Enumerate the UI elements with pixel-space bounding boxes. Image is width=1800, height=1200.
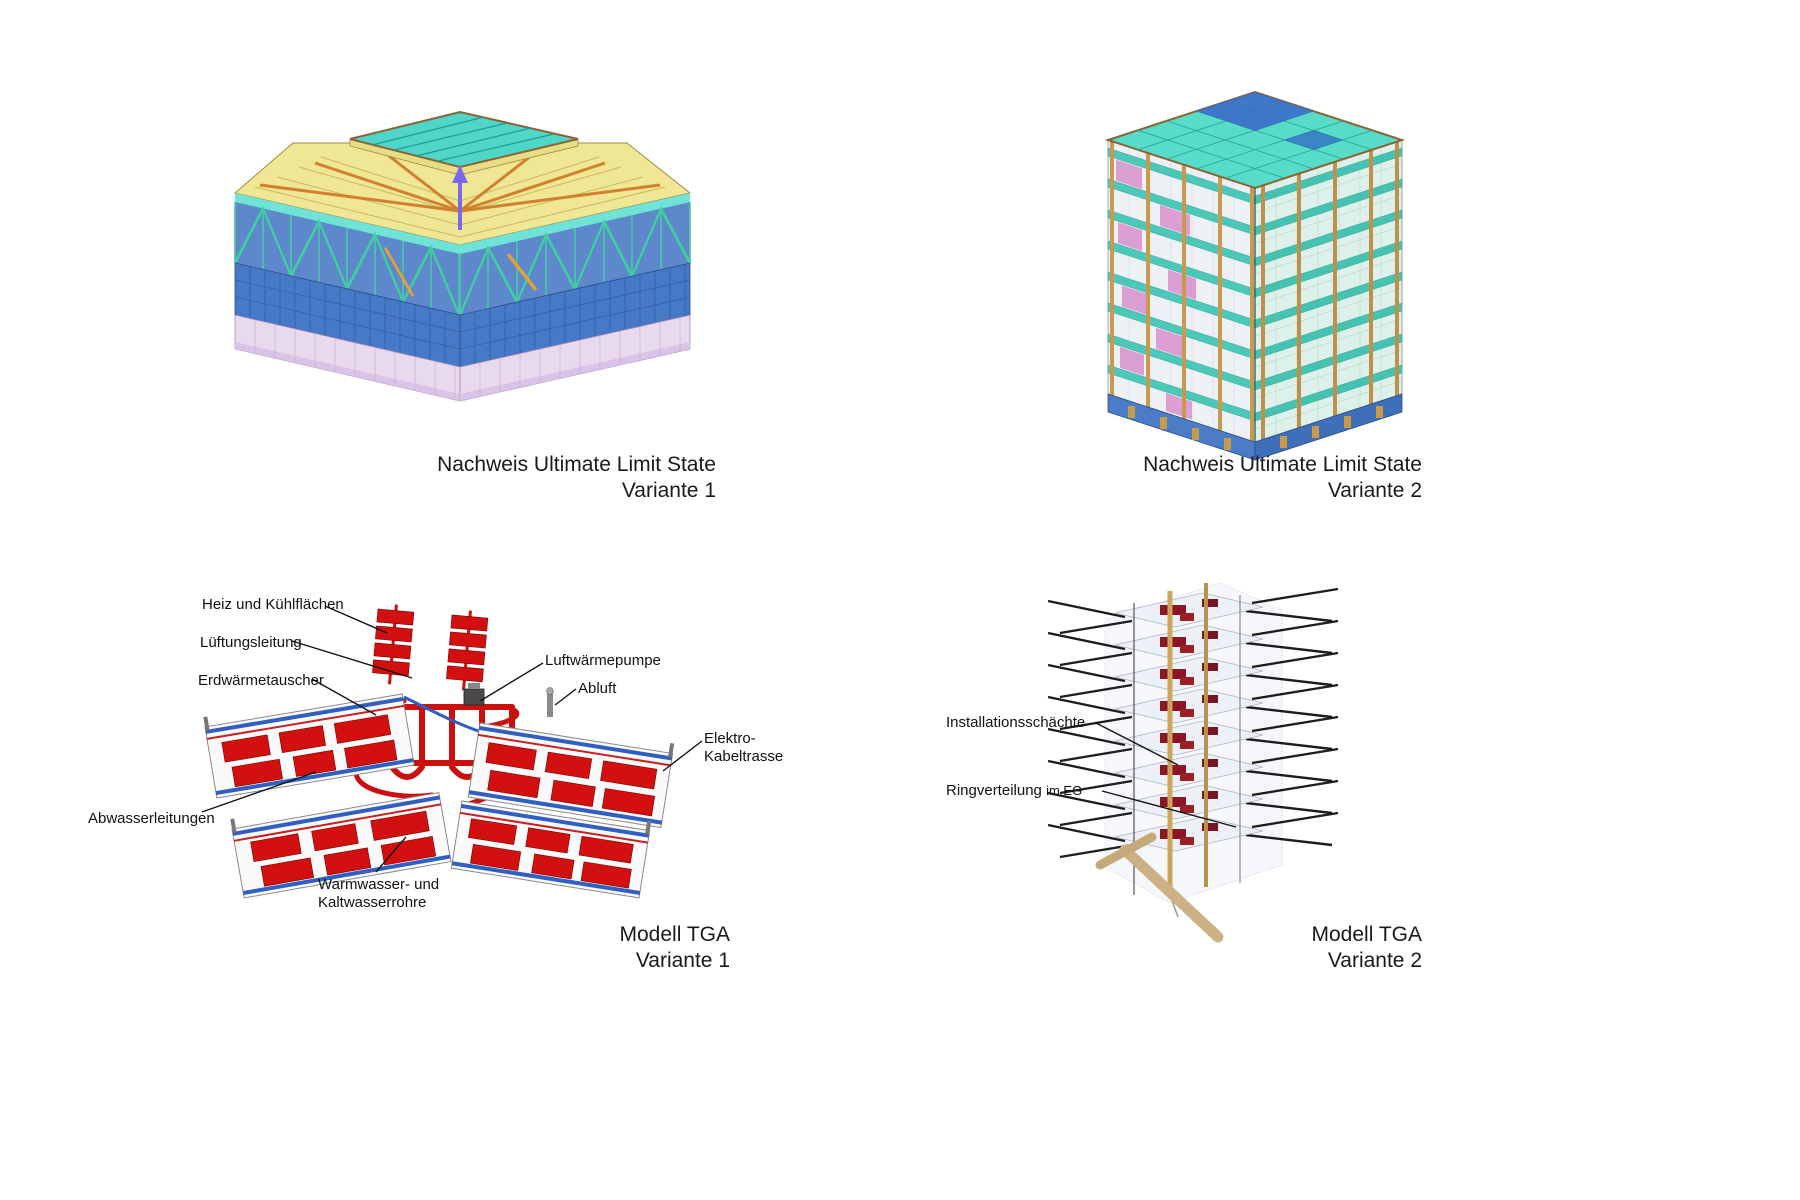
tower-left-face (1107, 139, 1256, 443)
tower-floor-slabs-right (1254, 147, 1403, 422)
caption-uls-v1-line1: Nachweis Ultimate Limit State (437, 453, 716, 476)
figure-uls-variante-2 (1040, 40, 1460, 480)
caption-tga-v1-line1: Modell TGA (619, 923, 731, 946)
tower-columns-left (1110, 140, 1254, 442)
caption-tga-v2-line2: Variante 2 (1327, 949, 1422, 972)
label-luftwaermepumpe: Luftwärmepumpe (545, 652, 661, 669)
floor-equipment-darkred (1160, 599, 1218, 845)
floor-pipes (1047, 587, 1339, 859)
radiators (468, 818, 634, 889)
radiators (221, 714, 398, 788)
floor-plate-right-upper (467, 722, 675, 829)
label-abluft: Abluft (578, 680, 617, 697)
vertical-axis-arrow (452, 165, 468, 230)
uls-variante-1-model-image (233, 110, 692, 402)
caption-tga-variante-1: Modell TGA Variante 1 (530, 922, 731, 974)
floor-plate-left-upper (203, 693, 415, 799)
base-pink-right (459, 314, 691, 402)
label-elektro-line1: Elektro- (704, 730, 756, 747)
tower-pile-stubs (1128, 406, 1383, 450)
radiator-stack-left (372, 604, 415, 685)
label-heiz-kuehlflaechen: Heiz und Kühlflächen (202, 596, 344, 613)
tower-right-face (1254, 139, 1403, 443)
caption-uls-v1-line2: Variante 1 (621, 479, 716, 502)
floor-plate-left-lower (230, 791, 452, 899)
label-warmwasser-line1: Warmwasser- und (318, 876, 440, 893)
air-heat-pump-unit (463, 683, 485, 706)
caption-tga-variante-2: Modell TGA Variante 2 (1222, 922, 1423, 974)
tower-base-slab (1107, 393, 1403, 461)
tower-roof-slab (1104, 90, 1406, 190)
roof-cyan-slab (349, 110, 579, 176)
label-ringverteilung-main: Ringverteilung (946, 782, 1042, 799)
caption-uls-v2-line2: Variante 2 (1327, 479, 1422, 502)
base-pink-left (234, 314, 461, 402)
caption-uls-v2-line1: Nachweis Ultimate Limit State (1143, 453, 1422, 476)
tga-variante-2-model-image (1047, 582, 1339, 943)
label-ringverteilung: Ringverteilung im EG (946, 782, 1082, 800)
label-elektro-line2: Kabeltrasse (704, 748, 784, 765)
floor-slabs (1114, 592, 1264, 852)
figure-tga-variante-2 (920, 565, 1440, 995)
label-lueftungsleitung: Lüftungsleitung (200, 634, 302, 651)
radiators (485, 742, 658, 817)
label-warmwasser-line2: Kaltwasserrohre (318, 894, 427, 911)
ring-distribution-pipe (1095, 832, 1224, 943)
label-abwasserleitungen: Abwasserleitungen (88, 810, 215, 827)
radiator-stack-right (446, 610, 489, 691)
label-ringverteilung-suffix: im EG (1046, 783, 1083, 798)
leader-lines (201, 605, 703, 873)
caption-tga-v1-line2: Variante 1 (635, 949, 730, 972)
tga-tower-floors (1047, 587, 1339, 859)
tga-variante-1-model-image (201, 604, 703, 899)
caption-uls-variante-2: Nachweis Ultimate Limit State Variante 2 (1122, 452, 1422, 504)
exhaust-air-pipe (546, 687, 554, 717)
label-erdwaermetauscher: Erdwärmetauscher (198, 672, 324, 689)
caption-uls-variante-1: Nachweis Ultimate Limit State Variante 1 (416, 452, 716, 504)
label-installationsschaechte: Installationsschächte (946, 714, 1086, 731)
slab-blue-right (459, 262, 691, 368)
radiators (250, 810, 437, 887)
uls-variante-2-model-image (1104, 90, 1406, 461)
leader-lines (1095, 722, 1237, 828)
figure-uls-variante-1 (165, 15, 725, 445)
floor-plate-right-lower (450, 800, 652, 899)
deck-orange-beams (259, 147, 661, 213)
figure-tga-variante-1 (60, 575, 860, 1005)
tower-columns-right (1261, 140, 1399, 441)
label-elektro-kabeltrasse: Elektro- Kabeltrasse (704, 730, 783, 766)
distribution-pipe-blue (403, 695, 485, 735)
label-warmwasser-kaltwasser: Warmwasser- und Kaltwasserrohre (318, 876, 439, 912)
caption-tga-v2-line1: Modell TGA (1311, 923, 1423, 946)
